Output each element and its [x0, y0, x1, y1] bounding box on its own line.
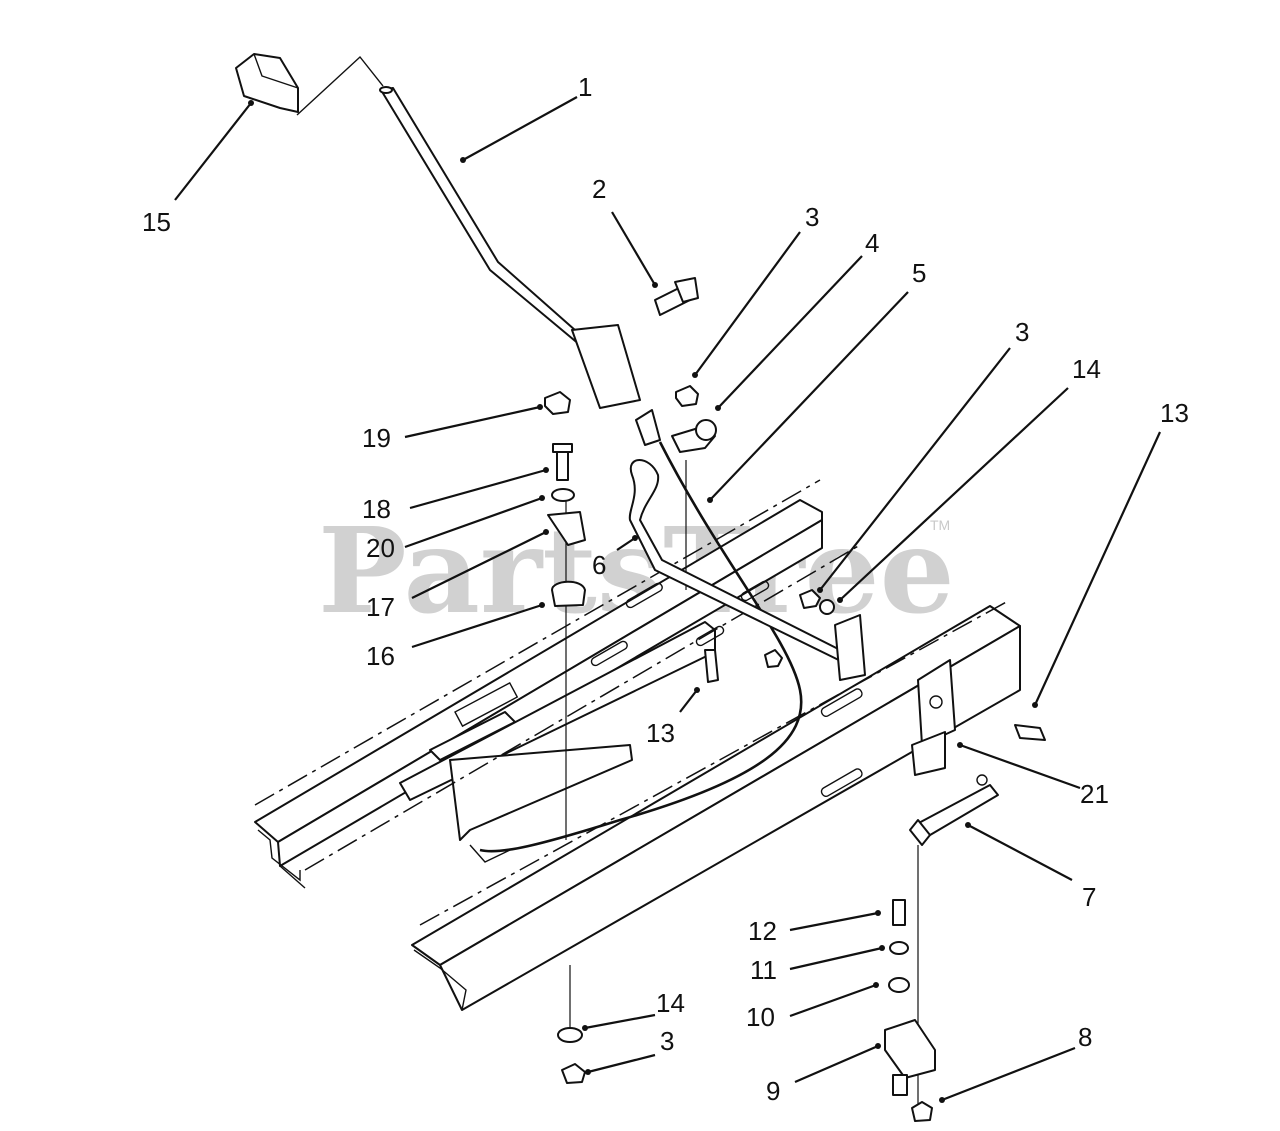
- lever-rod: [379, 86, 641, 409]
- callout-14: 14: [656, 988, 685, 1018]
- callout-16: 16: [366, 641, 395, 671]
- callout-12: 12: [748, 916, 777, 946]
- callout-13: 13: [646, 718, 675, 748]
- rail-slots: [590, 580, 863, 798]
- callout-17: 17: [366, 592, 395, 622]
- callout-1: 1: [578, 72, 592, 102]
- callout-8: 8: [1078, 1022, 1092, 1052]
- callout-2: 2: [592, 174, 606, 204]
- callout-19: 19: [362, 423, 391, 453]
- nut-part-19: [544, 391, 571, 415]
- cable-part-5: [479, 441, 803, 853]
- callout-21: 21: [1080, 779, 1109, 809]
- callout-9: 9: [766, 1076, 780, 1106]
- hardware-stack-left: [547, 443, 586, 607]
- bolt-part-2: [654, 277, 699, 316]
- lever-bracket: [635, 409, 661, 446]
- callout-18: 18: [362, 494, 391, 524]
- callout-3: 3: [1015, 317, 1029, 347]
- centerline-lower: [419, 599, 1011, 926]
- callout-3: 3: [660, 1026, 674, 1056]
- centerline-upper: [254, 479, 821, 806]
- callout-4: 4: [865, 228, 879, 258]
- nut-part-3-bottom: [561, 1063, 586, 1084]
- callout-labels: 1 2 3 4 5 3 14 13 15 19 18 20 6 17 16 13…: [142, 72, 1189, 1106]
- frame-crossmember: [399, 621, 716, 841]
- nut-part-3-mid: [799, 589, 821, 609]
- bolt-part-13-mid: [704, 649, 719, 683]
- hardware-stack-right: [884, 899, 936, 1122]
- watermark-trademark: TM: [930, 517, 950, 533]
- link-rod-part-7: [909, 774, 999, 846]
- callout-10: 10: [746, 1002, 775, 1032]
- pivot-bracket: [834, 614, 866, 681]
- handle-knob: [235, 53, 384, 116]
- cable-clamp-part-4: [671, 385, 717, 453]
- callout-15: 15: [142, 207, 171, 237]
- leader-lines: [174, 96, 1162, 1103]
- callout-7: 7: [1082, 882, 1096, 912]
- washer-part-14-mid: [819, 599, 835, 615]
- callout-13: 13: [1160, 398, 1189, 428]
- callout-5: 5: [912, 258, 926, 288]
- bolt-part-13-right: [1014, 724, 1046, 741]
- frame-nut: [764, 649, 783, 668]
- callout-14: 14: [1072, 354, 1101, 384]
- callout-11: 11: [750, 955, 777, 985]
- callout-20: 20: [366, 533, 395, 563]
- rod-part-6: [628, 459, 861, 669]
- washer-part-14-bottom: [557, 1027, 583, 1043]
- callout-6: 6: [592, 550, 606, 580]
- callout-3: 3: [805, 202, 819, 232]
- bracket-part-21: [911, 659, 956, 776]
- centerline-mid: [304, 544, 861, 871]
